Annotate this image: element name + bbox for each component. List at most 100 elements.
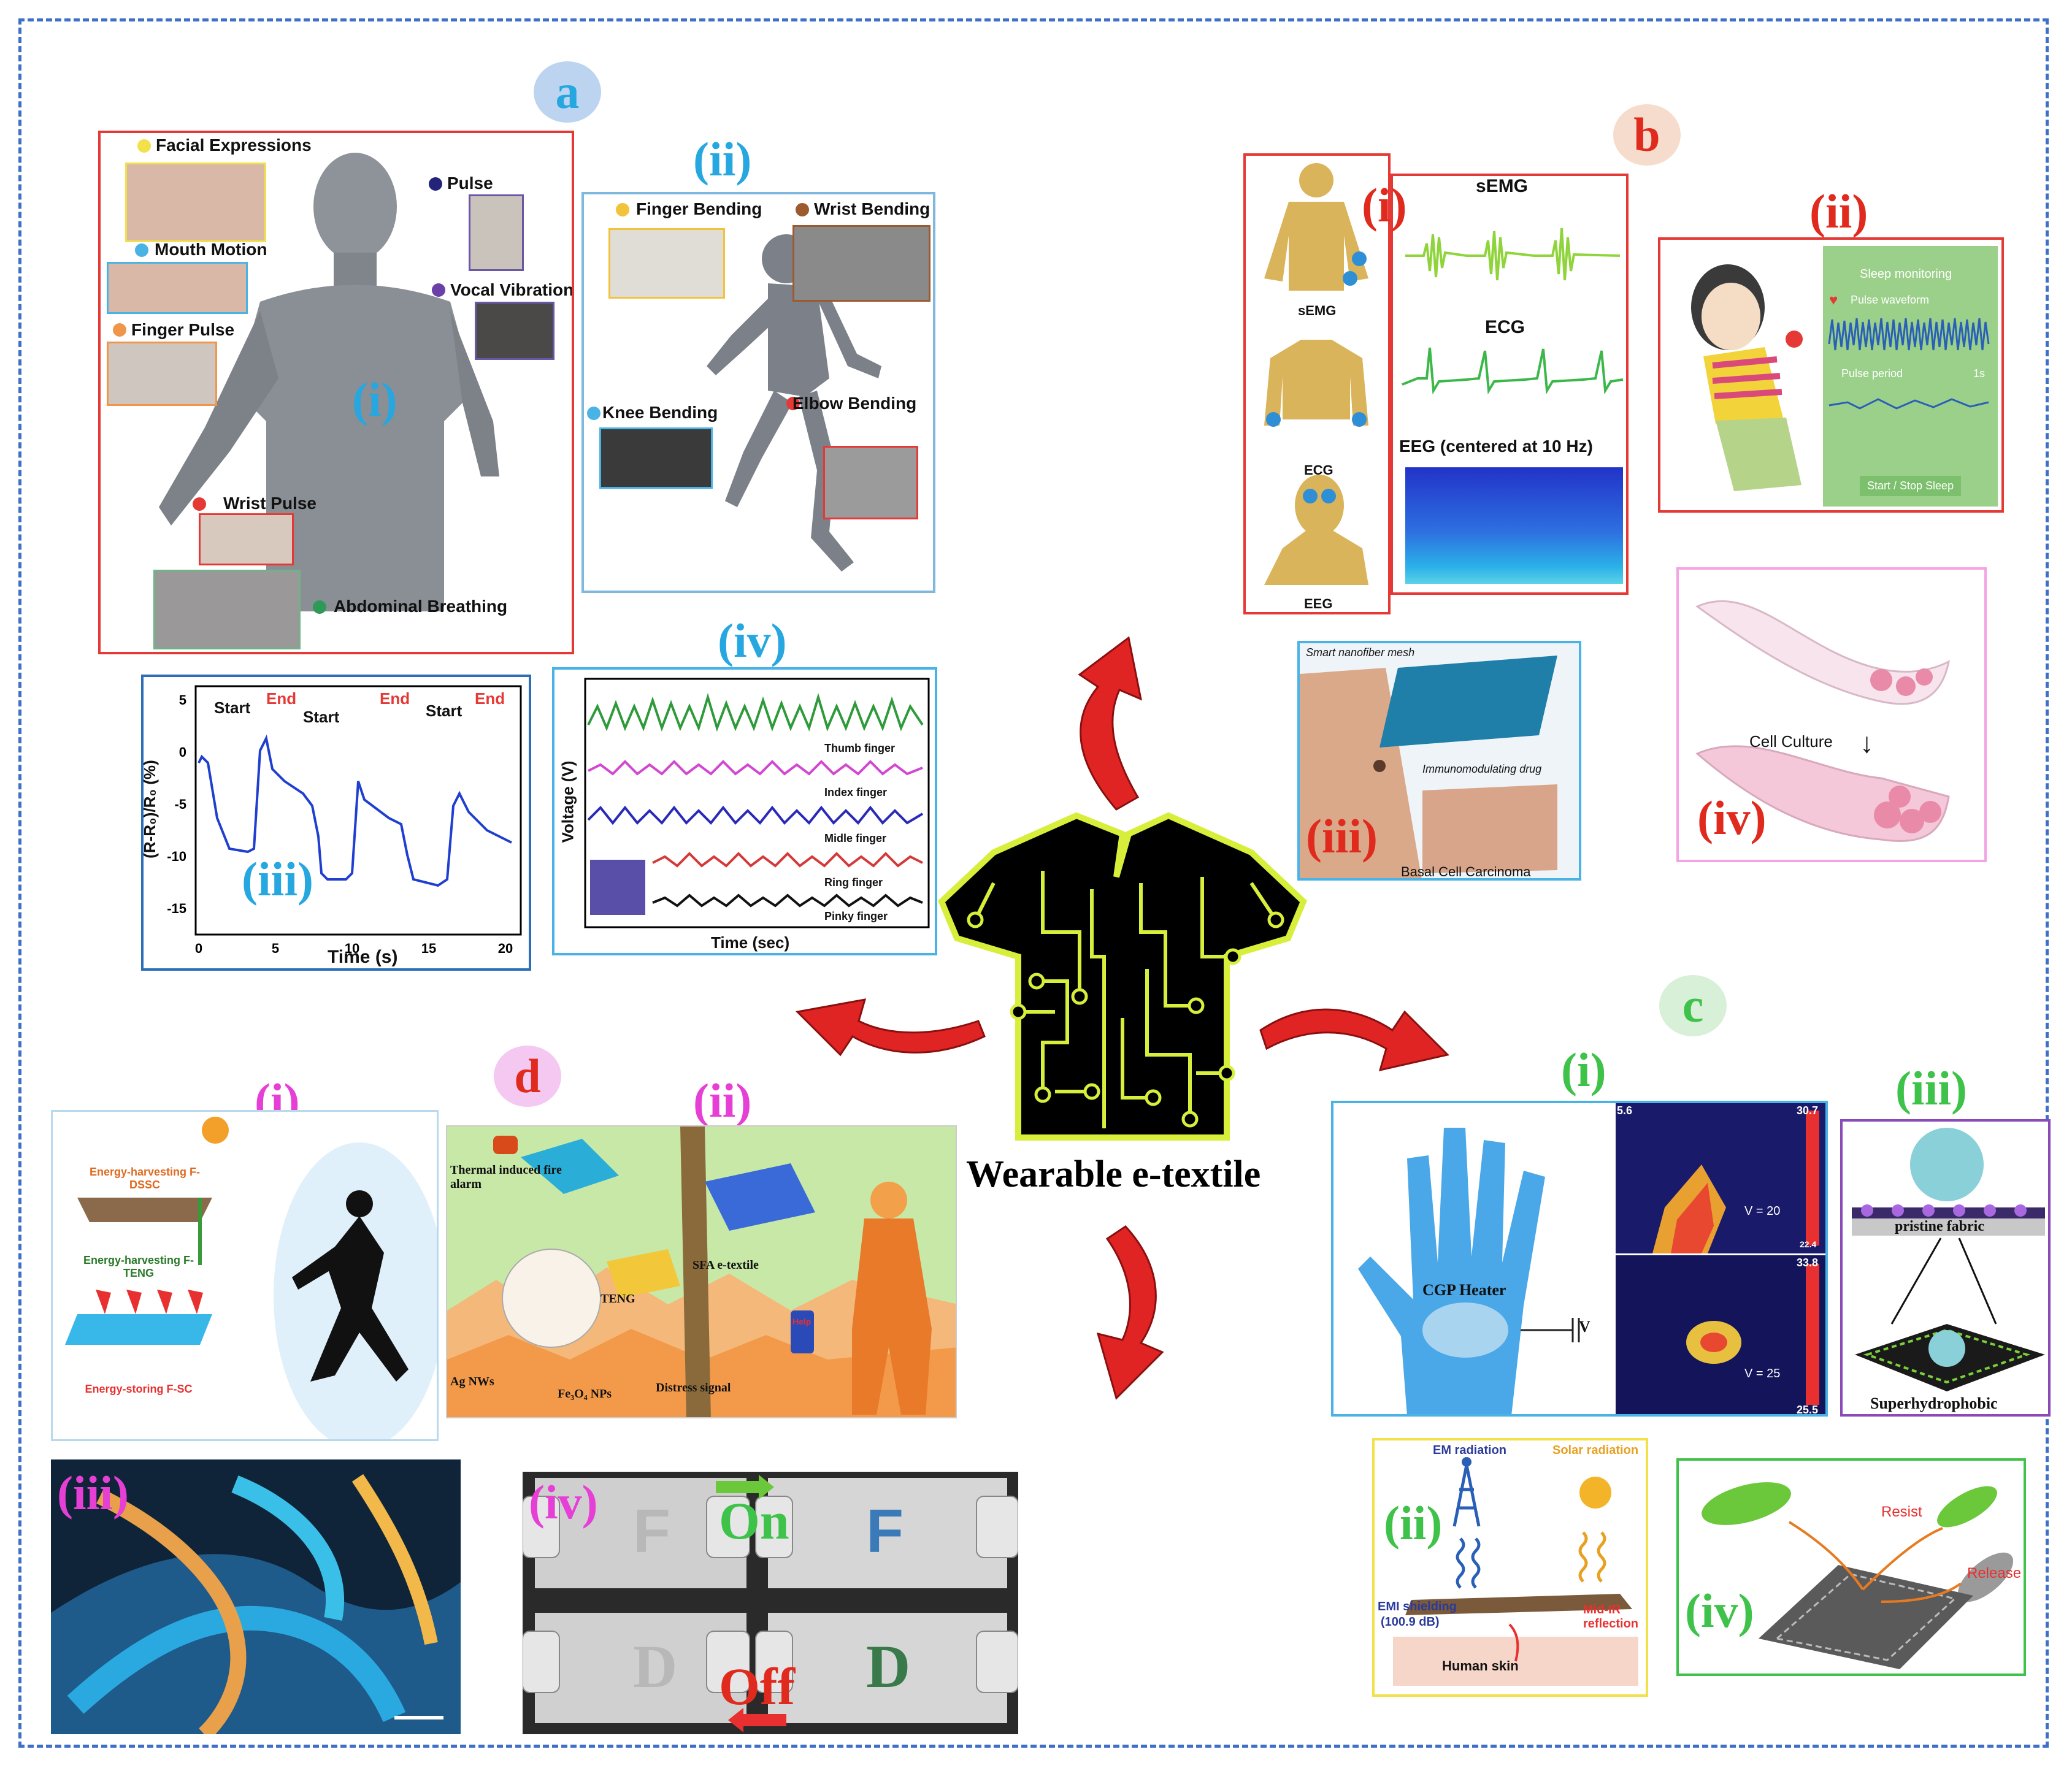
b-iii-drug: Immunomodulating drug xyxy=(1422,763,1542,775)
panel-d-iii: (iii) xyxy=(51,1459,461,1734)
section-d-label: d xyxy=(514,1049,541,1103)
finger-bending-label: Finger Bending xyxy=(636,199,762,218)
end-1: End xyxy=(266,689,297,708)
app-start-button[interactable]: Start / Stop Sleep xyxy=(1860,476,1962,496)
start-2: Start xyxy=(303,708,340,726)
a-iv-ylabel: Voltage (V) xyxy=(558,760,577,843)
thermal-t1-min: 22.4 xyxy=(1800,1239,1817,1249)
a-i-label: (i) xyxy=(352,373,397,426)
c-i-label: (i) xyxy=(1561,1043,1606,1096)
help-label: Help xyxy=(792,1317,812,1326)
b-iv-label: (iv) xyxy=(1697,791,1767,844)
fire-alarm-label: Thermal induced fire alarm xyxy=(450,1163,562,1191)
elbow-bending-label: Elbow Bending xyxy=(792,394,917,413)
voltage-chart xyxy=(584,678,930,928)
dot-purple xyxy=(432,283,445,297)
thermal-t2-high: 33.8 xyxy=(1797,1257,1819,1269)
facial-expressions-label: Facial Expressions xyxy=(156,136,312,155)
svg-text:-10: -10 xyxy=(167,849,186,864)
shirt-photo xyxy=(153,570,301,649)
d-iv-label: (iv) xyxy=(529,1475,598,1529)
eeg-title: EEG (centered at 10 Hz) xyxy=(1399,437,1593,456)
energy-textile-diagram xyxy=(65,1117,437,1439)
color-change-textile xyxy=(523,1475,1018,1732)
semg-title: sEMG xyxy=(1476,176,1529,196)
release-label: Release xyxy=(1967,1565,2022,1582)
emi-shielding-label: EMI shielding xyxy=(1378,1600,1457,1613)
app-title: Sleep monitoring xyxy=(1860,267,1952,281)
skin-mesh xyxy=(1300,656,1557,878)
teng-fire-label: TENG xyxy=(600,1292,635,1306)
dot-navy xyxy=(429,177,442,191)
thermal-t1-low: 5.6 xyxy=(1617,1104,1633,1117)
dot-brown xyxy=(796,203,809,216)
cell-fiber xyxy=(1695,600,1951,842)
distress-label: Distress signal xyxy=(656,1381,731,1394)
pristine-fabric-label: pristine fabric xyxy=(1895,1218,1984,1234)
thumb-finger: Thumb finger xyxy=(824,742,895,754)
svg-text:10: 10 xyxy=(345,941,359,956)
sfa-label: SFA e-textile xyxy=(693,1258,759,1272)
section-c-label: c xyxy=(1682,979,1704,1032)
dot-yellow-2 xyxy=(616,203,629,216)
end-2: End xyxy=(380,689,410,708)
on-label: On xyxy=(719,1491,789,1550)
abdominal-breathing-label: Abdominal Breathing xyxy=(334,597,508,616)
b-iii-top: Smart nanofiber mesh xyxy=(1306,646,1415,659)
panel-b-i-body: sEMG ECG EEG xyxy=(1243,153,1391,614)
mouth-motion-label: Mouth Motion xyxy=(155,240,267,259)
throat-photo xyxy=(475,302,554,360)
body-ecg: ECG xyxy=(1304,462,1333,478)
panel-b-iii: Smart nanofiber mesh Immunomodulating dr… xyxy=(1297,641,1581,881)
section-a-label: a xyxy=(555,65,580,118)
svg-text:15: 15 xyxy=(421,941,436,956)
em-shielding-diagram xyxy=(1393,1457,1638,1686)
section-d-badge: d xyxy=(494,1046,561,1107)
thermal-t1-high: 30.7 xyxy=(1797,1104,1819,1117)
svg-text:20: 20 xyxy=(498,941,513,956)
svg-text:0: 0 xyxy=(195,941,202,956)
panel-c-ii: EM radiation Solar radiation EMI shieldi… xyxy=(1372,1438,1648,1697)
fire-scene xyxy=(447,1126,956,1417)
svg-text:5: 5 xyxy=(272,941,279,956)
emi-value-label: (100.9 dB) xyxy=(1381,1615,1440,1629)
knee-bending-label: Knee Bending xyxy=(602,403,718,422)
finger-pulse-label: Finger Pulse xyxy=(131,320,235,339)
em-radiation-label: EM radiation xyxy=(1433,1444,1507,1457)
section-b-badge: b xyxy=(1613,104,1681,166)
pinky-finger: Pinky finger xyxy=(824,910,888,922)
body-semg: sEMG xyxy=(1298,303,1337,318)
solar-radiation-label: Solar radiation xyxy=(1552,1444,1639,1457)
wrist-bending-label: Wrist Bending xyxy=(814,199,930,218)
body-eeg: EEG xyxy=(1304,596,1333,611)
panel-a-i: Facial Expressions Pulse Mouth Motion Vo… xyxy=(98,131,574,654)
fabric-photo xyxy=(51,1474,461,1734)
dot-orange xyxy=(113,323,126,337)
b-i-label: (i) xyxy=(1362,178,1407,232)
letter-f-on: F xyxy=(866,1497,904,1566)
svg-text:5: 5 xyxy=(179,692,186,708)
svg-text:0: 0 xyxy=(179,744,186,760)
a-iii-label: (iii) xyxy=(242,852,313,906)
glove-heater xyxy=(1358,1103,1825,1414)
resistance-chart: 5 0 -5 -10 -15 0 5 10 15 20 xyxy=(167,685,522,956)
thermal-v1: V = 20 xyxy=(1744,1204,1781,1218)
dot-blue xyxy=(135,243,148,257)
d-ii-label: (ii) xyxy=(693,1074,752,1127)
svg-text:-5: -5 xyxy=(174,797,186,812)
index-finger: Index finger xyxy=(824,786,888,798)
dot-red xyxy=(193,497,206,511)
resist-label: Resist xyxy=(1881,1504,1922,1520)
panel-c-iv: Resist Release (iv) xyxy=(1676,1458,2026,1676)
panel-b-iv: Cell Culture ↓ (iv) xyxy=(1676,567,1987,862)
wrist-photo xyxy=(199,513,294,565)
water-droplets xyxy=(1852,1128,2045,1391)
ring-finger: Ring finger xyxy=(824,876,883,889)
end-3: End xyxy=(475,689,505,708)
thermal-v2: V = 25 xyxy=(1744,1367,1781,1380)
agnw-label: Ag NWs xyxy=(450,1375,494,1388)
app-period: Pulse period xyxy=(1841,367,1903,380)
human-figure xyxy=(159,153,499,611)
